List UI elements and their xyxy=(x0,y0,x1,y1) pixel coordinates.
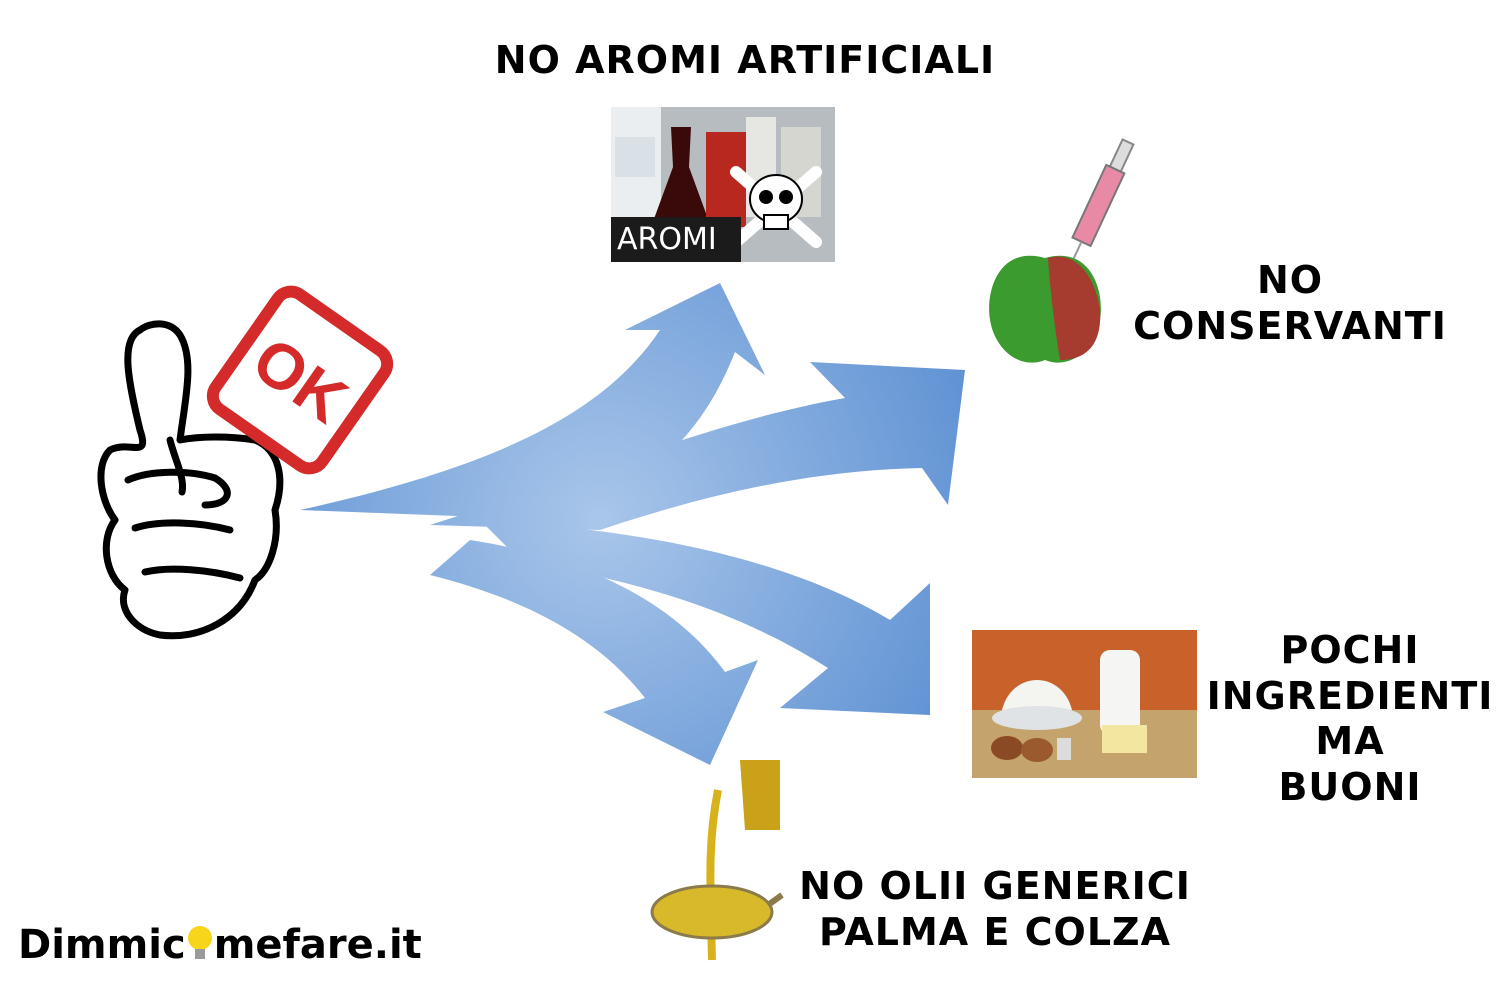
label-line: BUONI xyxy=(1278,764,1422,809)
aromi-photo: AROMI xyxy=(611,107,835,262)
aromi-photo-caption: AROMI xyxy=(617,222,717,257)
bulb-icon xyxy=(187,926,212,959)
label-line: CONSERVANTI xyxy=(1133,303,1447,348)
brand-logo: Dimmic mefare.it xyxy=(18,922,422,968)
thumbs-up-icon xyxy=(97,320,284,640)
label-no-conservanti: NO CONSERVANTI xyxy=(1120,258,1460,349)
arrow-to-olii xyxy=(430,540,758,765)
brand-text-left: Dimmic xyxy=(18,922,186,968)
arrow-to-conservanti xyxy=(430,362,965,530)
arrow-to-ingredienti xyxy=(480,520,930,715)
skull-icon xyxy=(730,166,822,248)
label-line: MA xyxy=(1315,719,1385,764)
label-line: NO xyxy=(1256,258,1324,302)
label-no-olii-generici: NO OLII GENERICI PALMA E COLZA xyxy=(770,864,1220,955)
ok-stamp-text: OK xyxy=(240,323,360,437)
label-line: POCHI xyxy=(1280,628,1420,672)
label-no-aromi-artificiali: NO AROMI ARTIFICIALI xyxy=(494,38,996,82)
label-pochi-ingredienti: POCHI INGREDIENTI MA BUONI xyxy=(1200,628,1500,810)
ingredients-photo xyxy=(972,630,1197,778)
brand-text-right: mefare.it xyxy=(213,922,422,968)
label-line: PALMA E COLZA xyxy=(819,909,1171,954)
label-line: INGREDIENTI xyxy=(1206,673,1494,718)
label-line: NO OLII GENERICI xyxy=(799,864,1191,908)
